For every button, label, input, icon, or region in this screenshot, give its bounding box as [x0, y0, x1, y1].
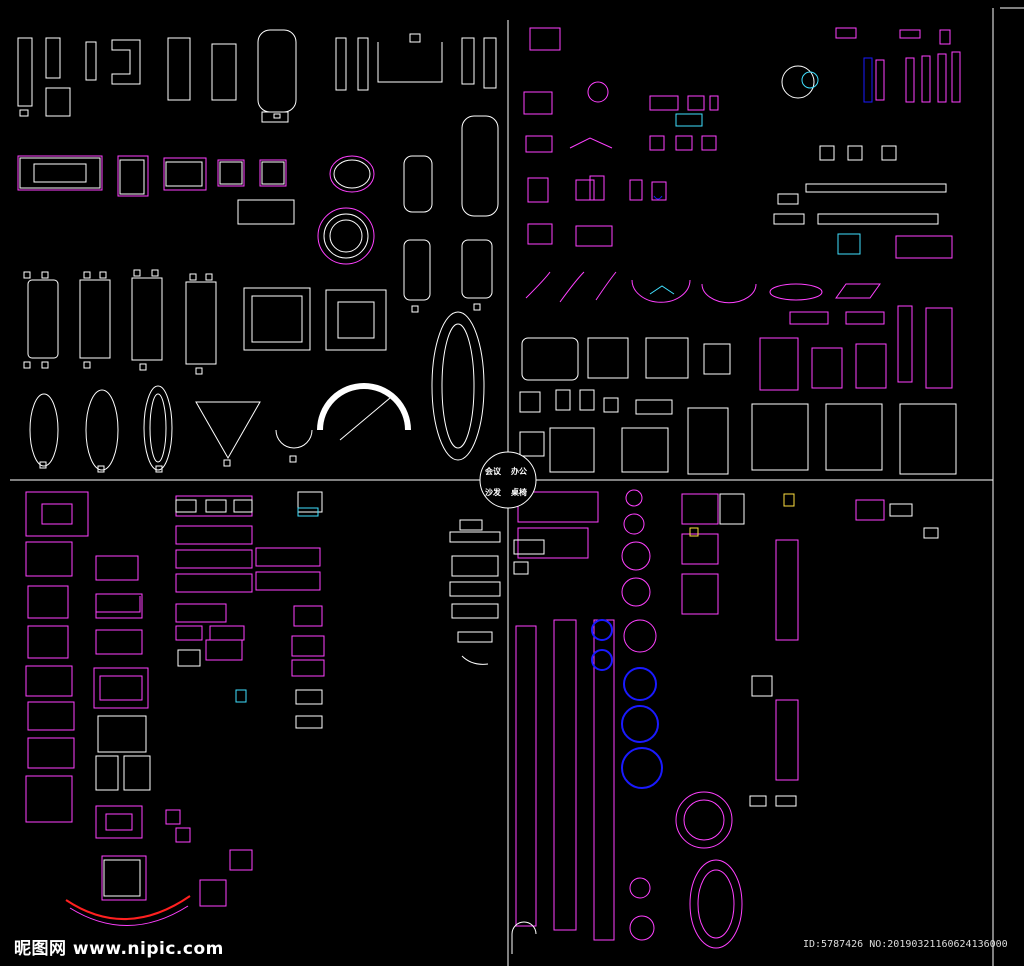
badge-label-top-right: 办公	[511, 467, 527, 476]
conference-tables-group	[17, 29, 499, 471]
conference-chairs	[19, 109, 481, 473]
badge-label-top-left: 会议	[485, 467, 501, 476]
office-cyan-items	[649, 71, 861, 295]
office-desks-group	[523, 27, 961, 391]
sofas-group	[25, 491, 325, 926]
sofa-vignettes	[449, 519, 501, 665]
dining-yellow	[689, 493, 795, 537]
badge-label-bottom-left: 沙发	[485, 488, 501, 497]
badge-label-bottom-right: 桌椅	[511, 488, 527, 497]
office-blue-items	[653, 57, 873, 200]
watermark-id: ID:5787426 NO:20190321160624136000	[803, 939, 1008, 950]
office-workstations	[519, 65, 957, 475]
watermark-logo: 昵图网 www.nipic.com	[14, 939, 224, 959]
dining-group	[515, 489, 885, 949]
center-badge-circle	[479, 451, 537, 509]
sofas-white	[95, 491, 323, 897]
dining-blue	[591, 619, 663, 789]
sofas-blue	[235, 507, 319, 703]
dining-white	[511, 493, 939, 954]
conference-accents	[17, 155, 375, 265]
